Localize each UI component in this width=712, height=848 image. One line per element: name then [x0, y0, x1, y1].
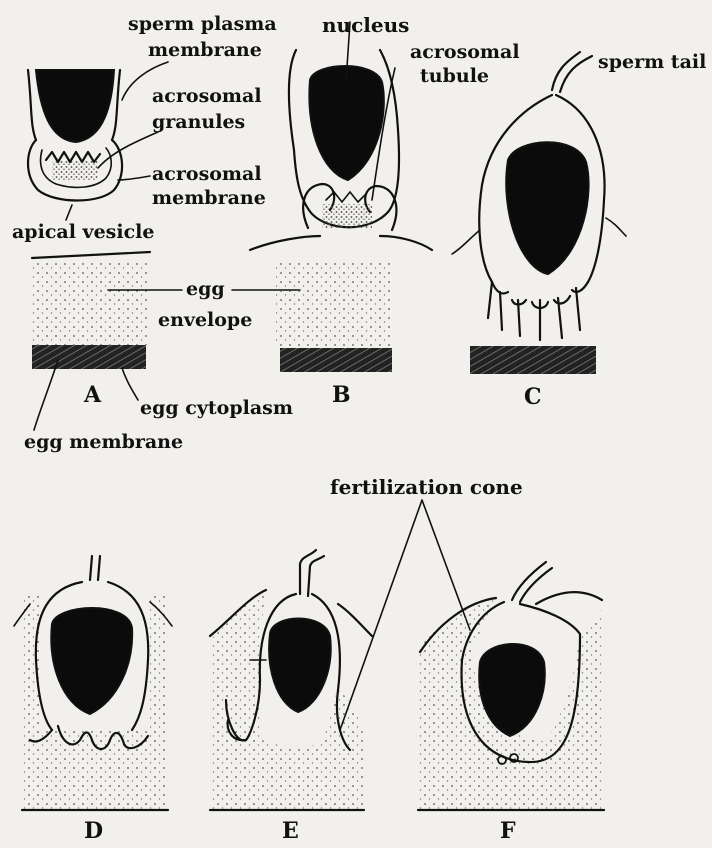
label-fertilization-cone: fertilization cone	[330, 475, 523, 499]
leader-egg-membrane	[34, 360, 58, 430]
panel-c: sperm tail C	[452, 51, 706, 410]
panel-label-e: E	[282, 818, 299, 844]
label-egg-envelope-2: envelope	[158, 309, 252, 331]
panel-label-a: A	[83, 382, 102, 408]
label-sperm-plasma-membrane-1: sperm plasma	[128, 13, 277, 35]
panel-e: E	[210, 550, 372, 844]
nucleus-c	[506, 142, 588, 274]
sperm-tail-f	[512, 562, 552, 602]
nucleus-e	[269, 619, 331, 713]
panel-label-b: B	[332, 382, 351, 408]
leader-acrosomal-membrane	[118, 176, 150, 180]
label-acrosomal-tubule-2: tubule	[420, 65, 489, 87]
label-sperm-tail: sperm tail	[598, 51, 706, 73]
egg-membrane-b	[280, 348, 392, 372]
sperm-tail-e	[300, 550, 324, 596]
panel-f: F	[418, 562, 604, 844]
egg-envelope-b	[276, 262, 391, 347]
panel-b: B	[250, 22, 432, 408]
egg-surface-b-left	[250, 236, 320, 250]
label-acrosomal-tubule-1: acrosomal	[410, 41, 520, 63]
panel-label-c: C	[524, 384, 542, 410]
label-sperm-plasma-membrane-2: membrane	[148, 39, 262, 61]
egg-membrane-a	[32, 345, 146, 369]
egg-membrane-c	[470, 346, 596, 374]
nucleus-a	[36, 70, 114, 142]
label-acrosomal-membrane-1: acrosomal	[152, 163, 262, 185]
label-acrosomal-membrane-2: membrane	[152, 187, 266, 209]
label-acrosomal-granules-1: acrosomal	[152, 85, 262, 107]
label-egg-cytoplasm: egg cytoplasm	[140, 397, 293, 419]
egg-envelope-a	[32, 260, 147, 345]
panel-d: D	[14, 556, 172, 844]
leader-egg-cytoplasm	[122, 368, 138, 400]
panel-label-f: F	[500, 818, 516, 844]
label-egg-membrane: egg membrane	[24, 431, 183, 453]
label-nucleus: nucleus	[322, 13, 409, 37]
label-apical-vesicle: apical vesicle	[12, 221, 154, 243]
acrosome-speckle-b	[322, 204, 372, 228]
granule-speckle-a	[52, 160, 98, 180]
sperm-tail-c	[552, 52, 592, 92]
nucleus-b	[309, 66, 383, 180]
panel-label-d: D	[84, 818, 103, 844]
sperm-tail-d	[90, 556, 100, 580]
label-egg-envelope-1: egg	[186, 278, 225, 300]
egg-surface-b-right	[380, 236, 432, 250]
egg-envelope-surface-a	[32, 252, 150, 258]
label-acrosomal-granules-2: granules	[152, 111, 245, 133]
